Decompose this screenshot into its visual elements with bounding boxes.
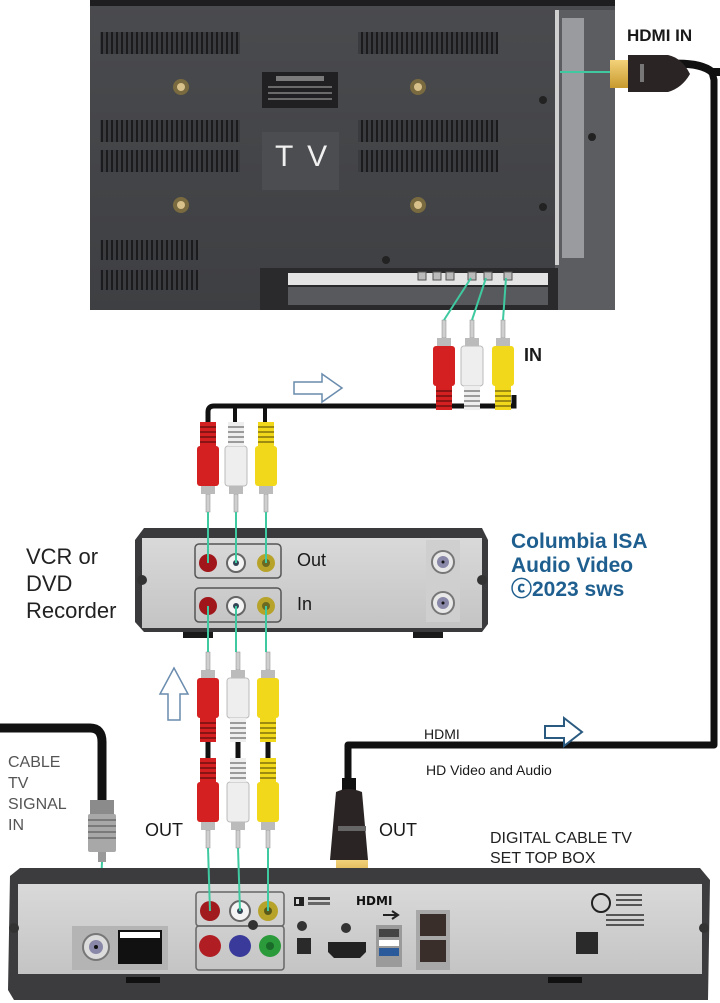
recorder-label-line: VCR or [26, 544, 99, 569]
rca-plug-white-recorder-in [226, 651, 250, 742]
vesa-mount-hole [410, 197, 426, 213]
tv-composite-in-label: IN [524, 345, 542, 365]
phone-jack [576, 932, 598, 954]
vesa-mount-hole [410, 79, 426, 95]
hdmi-in-label: HDMI IN [627, 26, 693, 45]
credit-line: ⓒ2023 sws [511, 578, 625, 601]
rca-plug-yellow-recorder-out [255, 422, 277, 513]
hdmi-logo: HDMI [356, 894, 392, 908]
rca-plug-red-recorder-out [197, 422, 219, 513]
rca-plug-yellow-tv-end [492, 319, 514, 410]
rca-plug-yellow-stb-out [257, 758, 279, 849]
rca-plug-white-tv-end [460, 319, 484, 410]
tv-rca-guide-lines [443, 277, 507, 321]
ul-listed-mark [591, 893, 611, 913]
rca-plug-white-stb-out [226, 758, 250, 849]
stb-hdmi-out-port [328, 942, 366, 958]
vcr-dvd-recorder [135, 528, 488, 638]
signal-flow-arrow-up [158, 666, 190, 721]
hdmi-cable [344, 71, 718, 780]
cable-signal-label-line: SIGNAL [8, 796, 67, 813]
hdmi-plug-tv-end [610, 55, 720, 92]
recorder-rf-jack [431, 591, 455, 615]
stb-rca-guide-lines [207, 847, 269, 912]
stb-composite-out-label: OUT [145, 820, 183, 840]
rca-plug-white-recorder-out [224, 422, 248, 513]
cable-signal-label-line: CABLE [8, 754, 61, 771]
stb-component-out-jacks [199, 935, 281, 957]
set-top-box-label-line: DIGITAL CABLE TV [490, 830, 632, 847]
credit-block: Columbia ISA Audio Video ⓒ2023 sws [511, 530, 648, 602]
signal-flow-arrow-right-hdmi [544, 715, 584, 749]
rca-plug-red-recorder-in [197, 651, 219, 742]
hdmi-cable-sublabel: HD Video and Audio [426, 762, 552, 778]
tv-back-panel [90, 0, 615, 310]
recorder-rca-guide-lines [207, 512, 267, 652]
cable-signal-label-line: TV [8, 775, 29, 792]
hdmi-cable-label: HDMI [424, 726, 460, 742]
credit-line: Columbia ISA [511, 530, 648, 553]
set-top-box-label-line: SET TOP BOX [490, 850, 596, 867]
rca-plug-red-tv-end [433, 319, 455, 410]
cable-signal-label-line: IN [8, 817, 24, 834]
recorder-rf-jack [431, 550, 455, 574]
vesa-mount-hole [173, 197, 189, 213]
recorder-label-line: DVD [26, 571, 73, 596]
stb-hdmi-out-label: OUT [379, 820, 417, 840]
tv-label: T V [275, 140, 331, 173]
signal-flow-arrow-right-top [293, 372, 344, 404]
set-top-box-label: DIGITAL CABLE TV SET TOP BOX [490, 829, 632, 869]
cable-signal-label: CABLE TV SIGNAL IN [8, 752, 67, 836]
rca-plug-red-stb-out [197, 758, 219, 849]
rca-plug-yellow-recorder-in [257, 651, 279, 742]
stb-cable-in-jack [82, 933, 110, 961]
optical-audio-port [297, 938, 311, 954]
credit-line: Audio Video [511, 554, 634, 577]
coax-cable [0, 723, 116, 862]
recorder-label: VCR or DVD Recorder [26, 543, 116, 624]
vesa-mount-hole [173, 79, 189, 95]
recorder-label-line: Recorder [26, 598, 117, 623]
recorder-in-label: In [297, 594, 313, 614]
recorder-out-label: Out [297, 550, 327, 570]
set-top-box: HDMI [8, 868, 710, 1000]
